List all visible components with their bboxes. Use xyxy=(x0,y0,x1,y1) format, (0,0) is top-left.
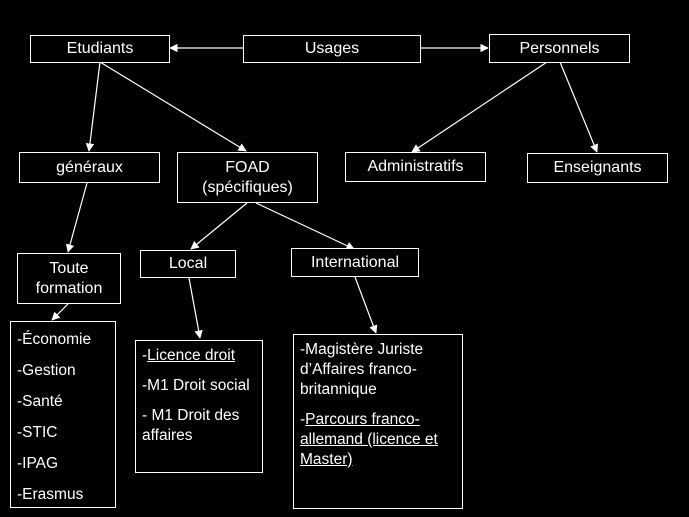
node-personnels-label: Personnels xyxy=(519,39,600,57)
list-item-prefix: - xyxy=(300,411,306,428)
international-list-box: -Magistère Juriste d’Affaires franco-bri… xyxy=(293,334,463,509)
node-toute-formation-label-line2: formation xyxy=(35,279,103,297)
list-item: -Économie xyxy=(17,331,92,348)
list-item: -Erasmus xyxy=(17,486,84,503)
node-enseignants: Enseignants xyxy=(527,153,668,183)
arrow-foad-to-international xyxy=(255,202,355,250)
arrow-etudiants-to-generaux xyxy=(85,61,101,152)
node-local: Local xyxy=(140,250,236,278)
arrow-foad-to-local xyxy=(190,202,248,250)
list-item: -Gestion xyxy=(17,362,76,379)
node-toute-formation-label-line1: Toute xyxy=(49,259,89,277)
arrow-personnels-to-administratifs xyxy=(411,61,548,153)
node-generaux-label: généraux xyxy=(56,158,123,176)
arrow-international-to-list xyxy=(354,276,378,334)
list-item: - M1 Droit des affaires xyxy=(142,407,240,444)
node-toute-formation: Toute formation xyxy=(17,253,121,304)
list-item: -Parcours franco-allemand (licence et Ma… xyxy=(300,410,454,470)
node-enseignants-label: Enseignants xyxy=(553,159,642,176)
arrow-personnels-to-enseignants xyxy=(559,61,599,153)
arrow-generaux-to-toute-formation xyxy=(65,182,88,253)
node-local-label: Local xyxy=(168,255,208,272)
node-personnels: Personnels xyxy=(489,34,630,63)
node-international-label: International xyxy=(310,253,400,271)
node-international: International xyxy=(291,248,419,277)
formations-list-box: -Économie -Gestion -Santé -STIC -IPAG -E… xyxy=(10,321,116,508)
node-foad-label-line2: (spécifiques) xyxy=(202,178,293,196)
arrow-local-to-list xyxy=(188,277,203,339)
arrow-etudiants-to-foad xyxy=(99,61,247,152)
list-item: -M1 Droit social xyxy=(142,377,250,394)
list-item: -Magistère Juriste d’Affaires franco-bri… xyxy=(300,341,424,398)
node-generaux: généraux xyxy=(19,152,160,183)
node-etudiants-label: Etudiants xyxy=(66,40,134,57)
list-item: -Santé xyxy=(17,393,63,410)
node-etudiants: Etudiants xyxy=(30,35,170,63)
parcours-franco-allemand-link[interactable]: Parcours franco-allemand (licence et Mas… xyxy=(300,411,438,468)
list-item: -IPAG xyxy=(17,455,59,472)
licence-droit-link[interactable]: Licence droit xyxy=(147,347,236,364)
list-item: -STIC xyxy=(17,424,58,441)
node-usages: Usages xyxy=(243,35,421,63)
node-administratifs: Administratifs xyxy=(345,152,486,182)
arrow-toute-formation-to-list xyxy=(51,303,69,321)
list-item-prefix: - xyxy=(142,347,148,364)
node-foad-label-line1: FOAD xyxy=(225,158,270,176)
node-usages-label: Usages xyxy=(304,40,360,57)
node-foad: FOAD (spécifiques) xyxy=(177,152,318,203)
local-list-box: -Licence droit -M1 Droit social - M1 Dro… xyxy=(135,340,263,473)
node-administratifs-label: Administratifs xyxy=(367,158,464,175)
list-item: -Licence droit xyxy=(142,346,256,366)
